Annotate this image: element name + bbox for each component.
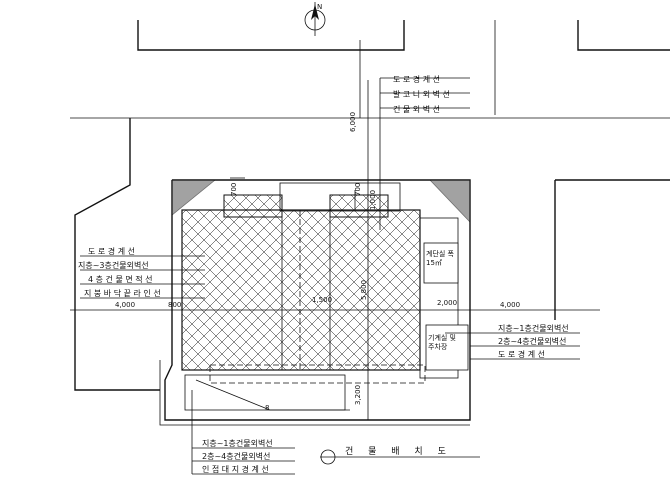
right-label-b1-1f-wall: 지층~1층건물외벽선 (498, 323, 569, 333)
right-label-road-boundary: 도 로 경 계 선 (498, 349, 545, 359)
left-label-roof-edge: 지 붕 바 닥 끝 라 인 선 (84, 288, 161, 298)
bottom-label-2-4f-wall: 2층~4층건물외벽선 (202, 451, 270, 461)
dimension-lines (70, 80, 600, 420)
building-footprint (181, 182, 469, 411)
site-boundary (159, 179, 471, 426)
top-labels: 도 로 경 계 선 발 코 니 외 벽 선 건 물 외 벽 선 (379, 74, 470, 230)
bottom-label-adjacent-boundary: 인 접 대 지 경 계 선 (202, 464, 269, 474)
dim-right-2000: 2,000 (437, 299, 457, 307)
drawing-title: 건 물 배 치 도 (345, 445, 452, 457)
dim-bottom-3200: 3,200 (354, 385, 362, 405)
dim-top-700a: 700 (230, 183, 238, 196)
left-label-road-boundary: 도 로 경 계 선 (88, 246, 135, 256)
dim-top-1000: 1,000 (369, 190, 377, 210)
title-block: 건 물 배 치 도 (320, 445, 480, 465)
dim-top-700b: 700 (354, 183, 362, 196)
left-labels: 도 로 경 계 선 지층~3층건물외벽선 4 층 건 물 면 적 선 지 붕 바… (78, 246, 205, 299)
surrounding-blocks (70, 20, 670, 391)
right-labels: 지층~1층건물외벽선 2층~4층건물외벽선 도 로 경 계 선 (445, 323, 580, 360)
dim-right-4000: 4,000 (500, 301, 520, 309)
north-label: N (317, 3, 322, 11)
left-label-b1-3f-wall: 지층~3층건물외벽선 (78, 260, 149, 270)
dim-left-4000: 4,000 (115, 301, 135, 309)
dim-left-800: 800 (168, 301, 181, 309)
top-label-road-boundary: 도 로 경 계 선 (393, 74, 440, 84)
dim-mid-5800: 5,800 (360, 280, 368, 300)
dimension-texts: 4,000 4,000 800 2,000 1,500 6,000 700 70… (115, 112, 520, 412)
bottom-labels: 지층~1층건물외벽선 2층~4층건물외벽선 인 접 대 지 경 계 선 (191, 390, 295, 475)
dim-top-6000: 6,000 (349, 112, 357, 132)
dim-bottom-8: 8 (265, 404, 269, 412)
left-label-4f-area: 4 층 건 물 면 적 선 (88, 274, 153, 284)
top-label-balcony-wall: 발 코 니 외 벽 선 (393, 89, 450, 99)
bottom-label-b1-1f-wall: 지층~1층건물외벽선 (202, 438, 273, 448)
top-label-building-wall: 건 물 외 벽 선 (393, 104, 440, 114)
dim-center-1500: 1,500 (312, 296, 332, 304)
north-arrow-icon: N (304, 2, 326, 36)
right-label-2-4f-wall: 2층~4층건물외벽선 (498, 336, 566, 346)
